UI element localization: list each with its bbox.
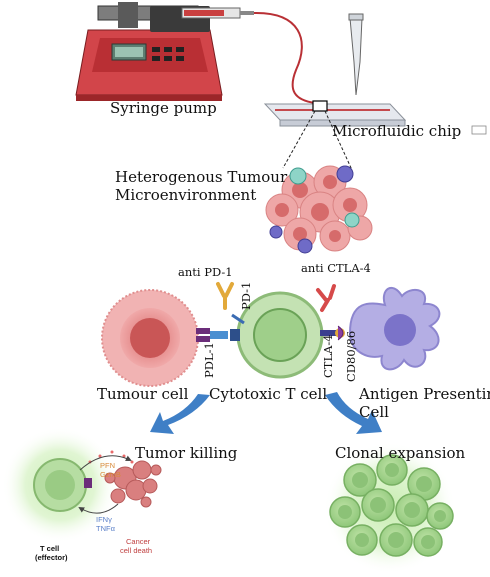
anti-pd1-antibody	[216, 282, 234, 310]
small-box-icon	[471, 125, 487, 135]
cytotoxic-t-cell	[236, 291, 324, 379]
anti-ctla4-label: anti CTLA-4	[301, 261, 371, 275]
ifng-label: IFNγ	[96, 515, 112, 524]
pd1-receptor	[230, 313, 245, 341]
microfluidic-chip-label: Microfluidic chip	[332, 122, 462, 140]
cancer-death-line1: Cancer	[126, 537, 151, 546]
ctla4-label: CTLA-4	[321, 334, 335, 378]
microfluidic-chip	[263, 13, 407, 171]
t-cell-effector-line1: T cell	[40, 544, 60, 553]
tumor-killing-label: Tumor killing	[135, 444, 238, 462]
tme-label-line2: Microenvironment	[115, 186, 257, 204]
cd80-86-label: CD80/86	[344, 330, 358, 382]
tme-label-line1: Heterogenous Tumour	[115, 168, 288, 186]
gzmb-label: GzmB	[100, 470, 121, 479]
clonal-expansion-cluster	[324, 442, 456, 574]
cancer-death-line2: cell death	[120, 546, 153, 555]
syringe-pump	[75, 2, 254, 101]
tumor-killing-illustration	[2, 427, 162, 543]
pfn-label: PFN	[100, 461, 115, 470]
tumour-cell-label: Tumour cell	[97, 385, 189, 403]
antigen-presenting-cell	[348, 286, 441, 371]
ctla4-cd80-binding	[320, 325, 345, 341]
pdl1-receptor	[196, 328, 228, 342]
anti-ctla4-antibody	[316, 284, 336, 312]
tubing	[253, 11, 316, 104]
pdl1-label: PDL-1	[202, 342, 216, 378]
arrow-tumor-killing	[150, 394, 210, 434]
apc-label-line1: Antigen Presenting	[359, 385, 490, 403]
tnfa-label: TNFα	[96, 524, 115, 533]
apc-label-line2: Cell	[359, 403, 389, 421]
arrow-clonal-expansion	[325, 392, 382, 434]
anti-pd1-label: anti PD-1	[178, 265, 233, 279]
pd1-label: PD-1	[239, 281, 253, 310]
clonal-expansion-label: Clonal expansion	[335, 444, 466, 462]
tumour-cell	[101, 289, 199, 387]
t-cell-effector-line2: (effector)	[35, 553, 68, 562]
tumour-microenvironment-cluster	[265, 165, 373, 254]
cytotoxic-t-cell-label: Cytotoxic T cell	[209, 385, 328, 403]
syringe-pump-label: Syringe pump	[110, 99, 217, 117]
